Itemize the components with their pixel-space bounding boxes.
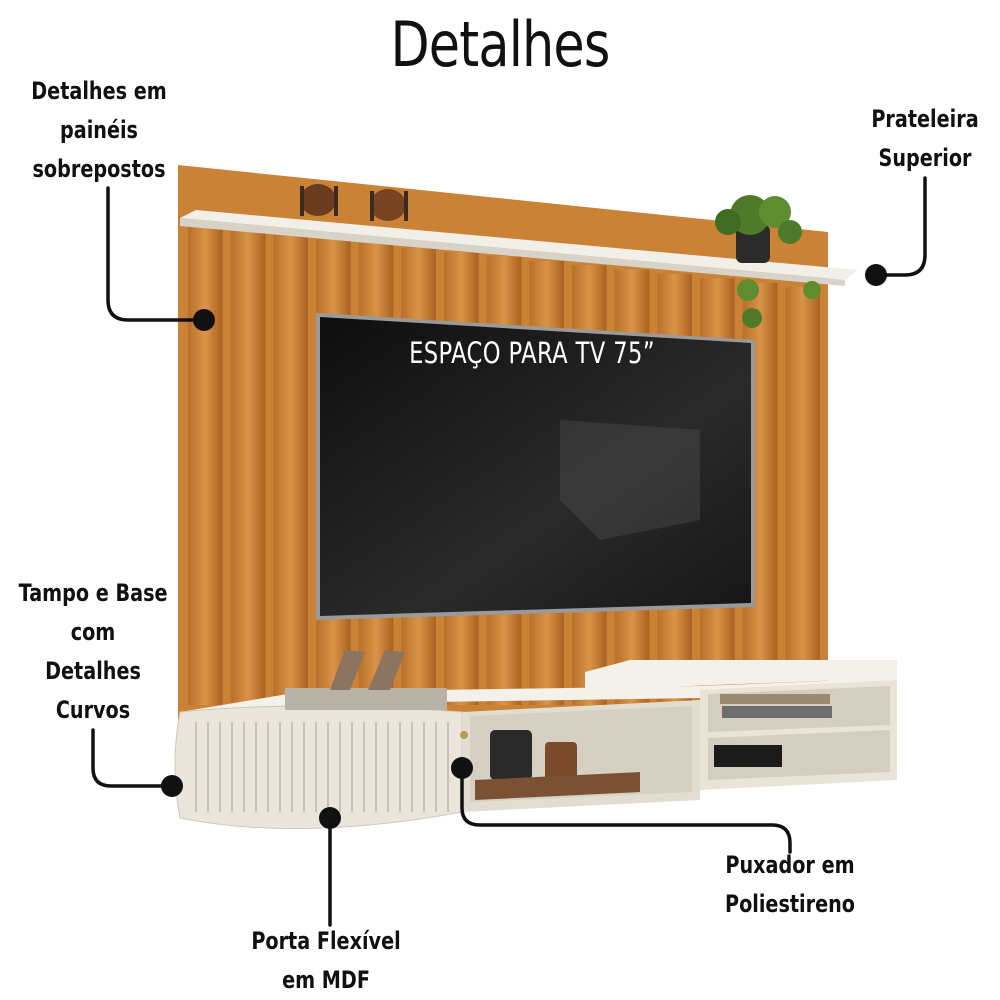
panel-slat: [230, 230, 266, 705]
tv-space-label: ESPAÇO PARA TV 75”: [409, 336, 655, 370]
callout-text-line: Tampo e Base: [18, 579, 168, 607]
callout-dot-icon: [161, 775, 183, 797]
callout-tampo: Tampo e Base com Detalhes Curvos: [19, 574, 168, 730]
callout-text-line: Porta Flexível: [251, 927, 401, 955]
panel-slat: [785, 287, 820, 705]
callout-dot-icon: [451, 757, 473, 779]
callout-text-line: Detalhes em: [31, 77, 167, 105]
callout-line-puxador: [460, 766, 792, 854]
callout-dot-icon: [319, 807, 341, 829]
plant-icon: [715, 195, 821, 328]
callout-paineis: Detalhes em painéis sobrepostos: [20, 72, 178, 189]
callout-line-prateleira: [874, 176, 927, 277]
vase-icon: [300, 184, 408, 221]
callout-text-line: Puxador em: [725, 851, 855, 879]
tv-screen-icon: [316, 313, 755, 620]
callout-text-line: com: [70, 618, 116, 646]
page-title: Detalhes: [390, 8, 610, 81]
callout-text-line: painéis: [59, 116, 138, 144]
callout-porta: Porta Flexível em MDF: [246, 922, 406, 1000]
callout-line-tampo: [91, 728, 172, 788]
panel-slat: [273, 234, 308, 705]
callout-text-line: Poliestireno: [725, 890, 855, 918]
flexible-door-grooves: [195, 722, 449, 812]
callout-prateleira: Prateleira Superior: [849, 100, 1000, 178]
callout-puxador: Puxador em Poliestireno: [710, 846, 870, 924]
callout-dot-icon: [865, 264, 887, 286]
callout-lines: [91, 176, 927, 927]
base-unit: [174, 650, 897, 830]
callout-text-line: Prateleira: [871, 105, 979, 133]
callout-line-paineis: [106, 186, 206, 322]
callout-text-line: em MDF: [282, 966, 370, 994]
callout-text-line: Curvos: [55, 696, 131, 724]
callout-text-line: sobrepostos: [32, 155, 166, 183]
callout-dots: [161, 264, 887, 829]
callout-text-line: Superior: [878, 144, 972, 172]
top-shelf: [180, 210, 858, 286]
panel-slat: [188, 225, 223, 705]
callout-dot-icon: [193, 309, 215, 331]
callout-text-line: Detalhes: [45, 657, 141, 685]
